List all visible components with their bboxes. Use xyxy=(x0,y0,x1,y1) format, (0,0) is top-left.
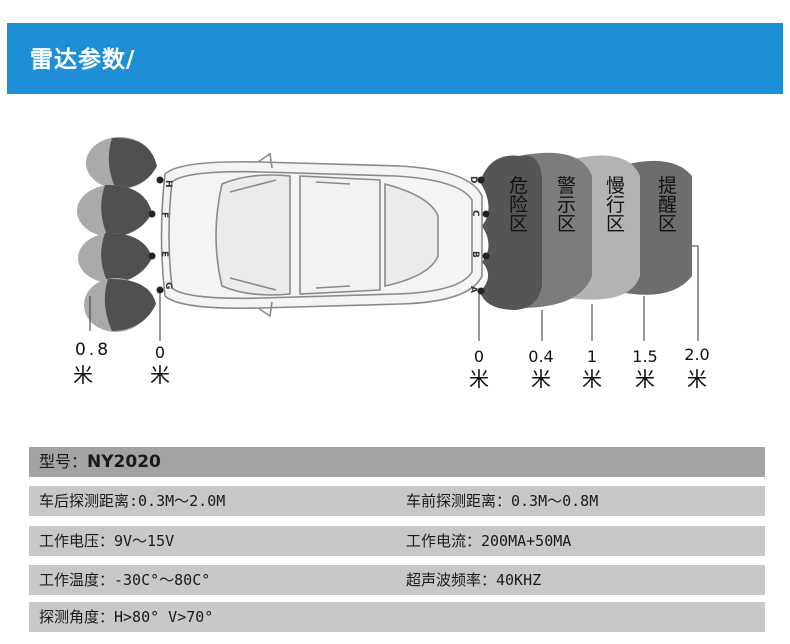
spec-row-environment: 工作温度：-30C°～80C° 超声波频率：40KHZ xyxy=(29,565,765,595)
zone-label-danger: 危险区 xyxy=(506,175,528,232)
rear-pod-3 xyxy=(78,232,152,283)
distance-value-front-1: 1 xyxy=(587,347,597,366)
front-sensors xyxy=(477,176,490,295)
header-banner xyxy=(7,23,783,94)
model-spec: 型号：NY2020 xyxy=(39,447,161,477)
distance-value-rear-0-8: 0.8 xyxy=(75,340,111,360)
left-distance-labels: 0.8 米 0 米 xyxy=(73,340,170,387)
distance-unit-front-2-0: 米 xyxy=(687,367,707,391)
zone-label-warning: 警示区 xyxy=(554,175,576,232)
sensor-label-f: F xyxy=(159,212,169,218)
rear-pod-1 xyxy=(86,137,157,189)
zone-labels: 危险区 警示区 慢行区 提醒区 xyxy=(506,175,677,232)
sensor-label-h: H xyxy=(163,180,173,188)
distance-unit-front-1-5: 米 xyxy=(635,367,655,391)
zone-label-slow: 慢行区 xyxy=(603,175,625,232)
distance-value-front-0-4: 0.4 xyxy=(528,347,553,366)
page-title: 雷达参数/ xyxy=(30,47,136,73)
header: 雷达参数/ xyxy=(0,0,790,95)
distance-unit-rear-0: 米 xyxy=(150,363,170,387)
measurement-lines xyxy=(89,245,699,341)
sensor-label-g: G xyxy=(163,282,173,289)
frequency-spec: 超声波频率：40KHZ xyxy=(406,571,542,589)
voltage-spec: 工作电压：9V～15V xyxy=(39,532,175,550)
rear-range-spec: 车后探测距离:0.3M～2.0M xyxy=(39,492,226,510)
spec-row-range: 车后探测距离:0.3M～2.0M 车前探测距离：0.3M～0.8M xyxy=(29,486,765,516)
distance-unit-rear-0-8: 米 xyxy=(73,363,93,387)
distance-value-front-0: 0 xyxy=(474,347,484,366)
front-sensor-labels: D C B A xyxy=(468,176,480,293)
distance-value-rear-0: 0 xyxy=(155,343,165,362)
model-value: NY2020 xyxy=(87,452,161,472)
distance-value-front-1-5: 1.5 xyxy=(632,347,657,366)
spec-row-model: 型号：NY2020 xyxy=(29,447,765,477)
rear-sensor-labels: H F E G xyxy=(159,180,173,289)
radar-diagram: H F E G D C B A 危险区 警示区 慢行区 提醒区 0.8 米 0 … xyxy=(73,137,710,391)
distance-unit-front-1: 米 xyxy=(582,367,602,391)
rear-pod-4 xyxy=(84,278,156,332)
car-outline xyxy=(160,152,483,318)
temperature-spec: 工作温度：-30C°～80C° xyxy=(39,571,211,589)
sensor-label-b: B xyxy=(470,251,480,258)
model-label: 型号： xyxy=(39,452,88,471)
front-range-spec: 车前探测距离：0.3M～0.8M xyxy=(406,492,599,510)
rear-pod-2 xyxy=(77,184,152,237)
sensor-label-a: A xyxy=(468,286,478,293)
sensor-label-d: D xyxy=(468,176,478,183)
sensor-label-e: E xyxy=(159,251,169,257)
sensor-label-c: C xyxy=(470,210,480,217)
right-distance-labels: 0 米 0.4 米 1 米 1.5 米 2.0 米 xyxy=(469,345,710,391)
zone-label-remind: 提醒区 xyxy=(655,175,677,232)
rear-sensors xyxy=(148,176,164,294)
current-spec: 工作电流：200MA+50MA xyxy=(406,532,572,550)
spec-row-angle: 探测角度：H>80° V>70° xyxy=(29,602,765,632)
spec-row-power: 工作电压：9V～15V 工作电流：200MA+50MA xyxy=(29,526,765,556)
distance-unit-front-0: 米 xyxy=(469,367,489,391)
distance-unit-front-0-4: 米 xyxy=(531,367,551,391)
front-radar-zones xyxy=(480,152,692,310)
zone-danger xyxy=(480,155,542,310)
distance-value-front-2-0: 2.0 xyxy=(684,345,709,364)
rear-radar-pods xyxy=(77,137,157,332)
angle-spec: 探测角度：H>80° V>70° xyxy=(39,608,214,626)
